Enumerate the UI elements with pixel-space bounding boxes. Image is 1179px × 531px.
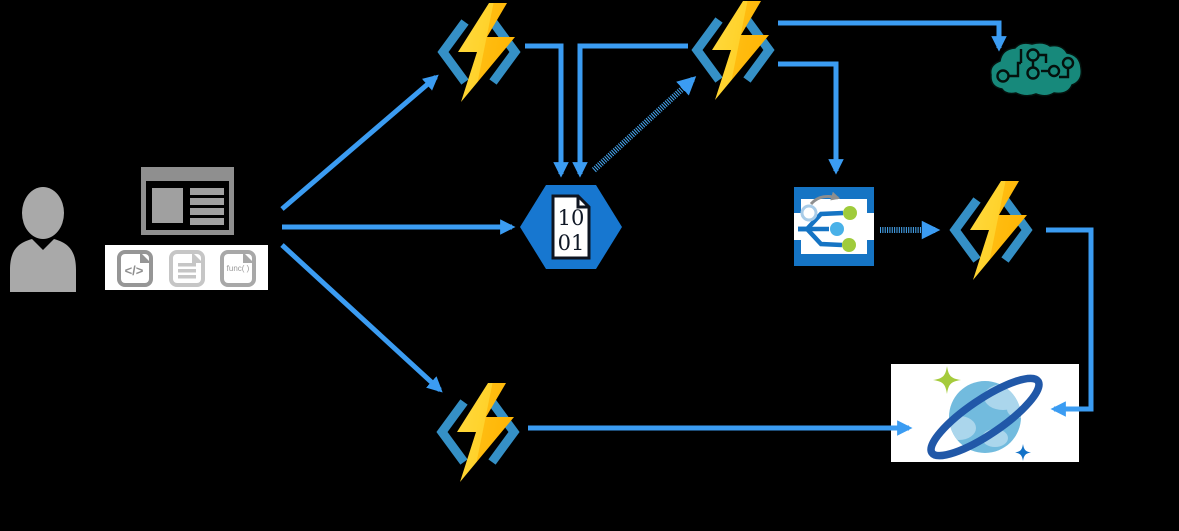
user-body xyxy=(10,239,76,292)
azure-functions-icon xyxy=(437,3,521,102)
binary-data-hexagon-icon: 10 01 xyxy=(520,185,622,269)
blue-sparkle-star xyxy=(1015,444,1031,461)
azure-function-output-node xyxy=(945,181,1037,280)
azure-function-process-node xyxy=(687,1,779,100)
code-file-label: </> xyxy=(125,263,144,278)
green-endpoint-dot xyxy=(842,238,856,252)
azure-functions-icon xyxy=(436,383,520,482)
connector-function2-to-binary xyxy=(572,43,688,178)
azure-functions-icon xyxy=(949,181,1033,280)
machine-learning-brain-icon xyxy=(989,42,1083,97)
user-node xyxy=(10,186,76,292)
binary-text-line2: 01 xyxy=(558,231,585,255)
lightblue-endpoint-dot xyxy=(830,222,844,236)
azure-function-api-node xyxy=(432,383,524,482)
code-file-icon: </> xyxy=(117,249,153,287)
event-grid-node xyxy=(794,187,874,266)
event-source-circle xyxy=(800,204,818,222)
code-files-node: </> func( ) xyxy=(105,245,268,290)
binary-data-node: 10 01 xyxy=(520,183,622,271)
left-bracket xyxy=(436,399,468,465)
function-file-icon: func( ) xyxy=(220,249,256,287)
right-bracket xyxy=(1001,197,1033,263)
file-fold-corner xyxy=(243,251,254,263)
lightning-bolt xyxy=(970,181,1027,280)
browser-titlebar xyxy=(141,167,234,181)
file-fold-corner xyxy=(140,251,151,263)
func-file-label: func( ) xyxy=(227,264,250,273)
document-file-icon xyxy=(168,249,205,287)
planet-ring xyxy=(927,374,1043,460)
left-bracket xyxy=(691,17,723,83)
cosmos-db-node xyxy=(891,364,1079,462)
left-bracket xyxy=(949,197,981,263)
binary-text-line1: 10 xyxy=(558,206,585,230)
branch-lower xyxy=(798,226,843,248)
binary-document xyxy=(551,194,591,260)
circuit-traces xyxy=(996,48,1075,83)
cosmos-db-icon xyxy=(891,364,1079,462)
left-bracket xyxy=(437,19,469,85)
lightning-bolt xyxy=(458,3,515,102)
lightning-bolt xyxy=(457,383,514,482)
connector-function2-to-eventgrid xyxy=(778,61,844,175)
connector-client-to-function1 xyxy=(280,74,439,211)
user-silhouette-icon xyxy=(10,187,76,292)
connector-function1-to-binary xyxy=(525,43,569,178)
event-grid-icon xyxy=(794,187,874,266)
client-app-node xyxy=(141,167,234,235)
connector-client-to-function4 xyxy=(280,243,443,393)
lime-sparkle-star xyxy=(933,366,961,394)
green-endpoint-dot xyxy=(843,206,857,220)
user-head xyxy=(22,187,64,239)
file-fold-corner xyxy=(191,251,203,263)
azure-functions-icon xyxy=(691,1,775,100)
browser-window-icon xyxy=(141,167,234,235)
azure-function-ingest-node xyxy=(433,3,525,102)
right-bracket xyxy=(488,399,520,465)
machine-learning-node xyxy=(988,41,1084,98)
lightning-bolt xyxy=(712,1,769,100)
browser-content-block xyxy=(152,188,183,223)
document-fold xyxy=(576,196,589,209)
event-curve-arrow xyxy=(809,191,841,206)
right-bracket xyxy=(743,17,775,83)
connector-function2-to-ml xyxy=(778,20,1007,52)
right-bracket xyxy=(489,19,521,85)
connector-binary-to-function2-dotted xyxy=(591,76,697,173)
